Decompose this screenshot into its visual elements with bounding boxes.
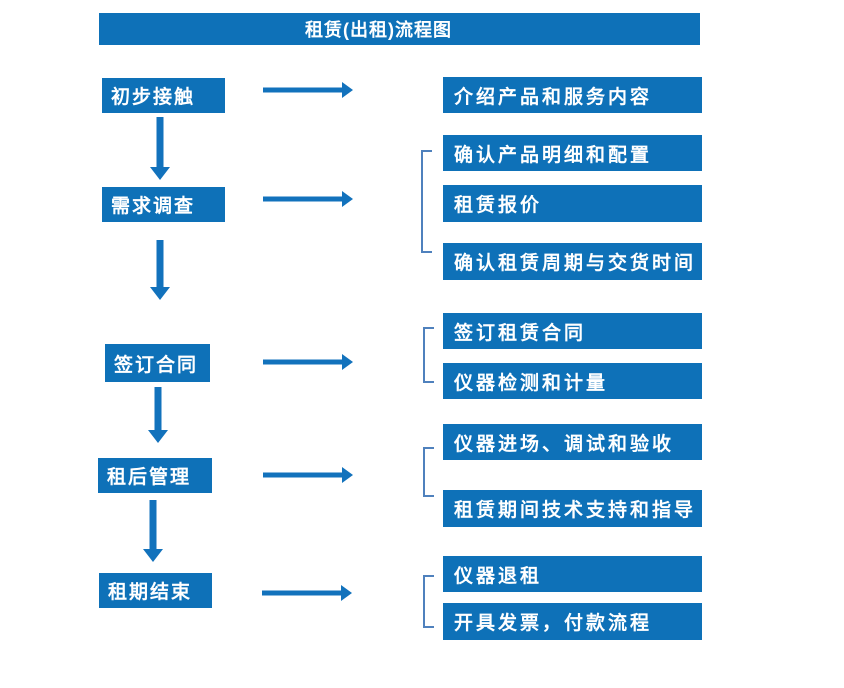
arrow-shaft — [149, 500, 157, 550]
right-arrow-5 — [262, 585, 352, 601]
detail-label: 确认租赁周期与交货时间 — [454, 253, 697, 274]
page-title: 租赁(出租)流程图 — [305, 20, 452, 40]
step-label: 初步接触 — [111, 87, 196, 108]
arrow-shaft — [262, 590, 343, 596]
detail-box-invoice-payment: 开具发票，付款流程 — [443, 603, 702, 640]
detail-box-sign-rental-contract: 签订租赁合同 — [443, 313, 702, 349]
arrow-shaft — [263, 87, 344, 93]
detail-label: 租赁报价 — [454, 195, 543, 216]
detail-box-rental-quote: 租赁报价 — [443, 185, 702, 222]
arrow-shaft — [263, 196, 344, 202]
arrow-shaft — [263, 359, 344, 365]
arrow-head-icon — [342, 191, 353, 207]
detail-box-confirm-product-details: 确认产品明细和配置 — [443, 135, 702, 171]
detail-label: 仪器进场、调试和验收 — [454, 433, 675, 455]
detail-box-confirm-period-delivery: 确认租赁周期与交货时间 — [443, 243, 702, 280]
arrow-shaft — [156, 117, 164, 168]
step-box-sign-contract: 签订合同 — [105, 344, 210, 382]
detail-label: 签订租赁合同 — [454, 322, 587, 344]
group-bracket-sign-contract — [423, 327, 434, 383]
step-label: 签订合同 — [114, 354, 199, 376]
flowchart-title-bar: 租赁(出租)流程图 — [99, 13, 700, 45]
down-arrow-3 — [148, 387, 168, 443]
step-label: 租后管理 — [107, 467, 192, 488]
detail-box-instrument-setup: 仪器进场、调试和验收 — [443, 424, 702, 460]
step-box-post-rental-management: 租后管理 — [98, 458, 212, 493]
detail-box-instrument-testing: 仪器检测和计量 — [443, 363, 702, 399]
right-arrow-1 — [263, 82, 353, 98]
step-box-initial-contact: 初步接触 — [102, 78, 225, 113]
detail-box-introduce-products: 介绍产品和服务内容 — [443, 77, 702, 113]
arrow-shaft — [263, 472, 344, 478]
arrow-shaft — [156, 240, 164, 288]
right-arrow-4 — [263, 467, 353, 483]
detail-label: 仪器退租 — [454, 565, 543, 587]
step-label: 租期结束 — [108, 582, 193, 603]
step-label: 需求调查 — [111, 196, 196, 217]
detail-label: 租赁期间技术支持和指导 — [454, 500, 697, 521]
down-arrow-4 — [143, 500, 163, 562]
down-arrow-2 — [150, 240, 170, 300]
group-bracket-demand-survey — [421, 150, 432, 253]
group-bracket-post-rental — [423, 447, 434, 497]
step-box-demand-survey: 需求调查 — [102, 187, 225, 222]
group-bracket-rental-end — [423, 575, 434, 628]
step-box-rental-end: 租期结束 — [99, 573, 212, 608]
arrow-head-icon — [342, 354, 353, 370]
detail-label: 仪器检测和计量 — [454, 372, 609, 394]
arrow-head-icon — [341, 585, 352, 601]
right-arrow-2 — [263, 191, 353, 207]
detail-label: 确认产品明细和配置 — [454, 144, 653, 166]
detail-box-instrument-return: 仪器退租 — [443, 556, 702, 592]
arrow-head-icon — [143, 549, 163, 562]
detail-box-technical-support: 租赁期间技术支持和指导 — [443, 490, 702, 527]
arrow-head-icon — [150, 287, 170, 300]
right-arrow-3 — [263, 354, 353, 370]
detail-label: 开具发票，付款流程 — [454, 613, 653, 634]
arrow-head-icon — [342, 467, 353, 483]
arrow-head-icon — [150, 167, 170, 180]
arrow-head-icon — [148, 430, 168, 443]
arrow-head-icon — [342, 82, 353, 98]
down-arrow-1 — [150, 117, 170, 180]
detail-label: 介绍产品和服务内容 — [454, 86, 653, 108]
arrow-shaft — [154, 387, 162, 431]
